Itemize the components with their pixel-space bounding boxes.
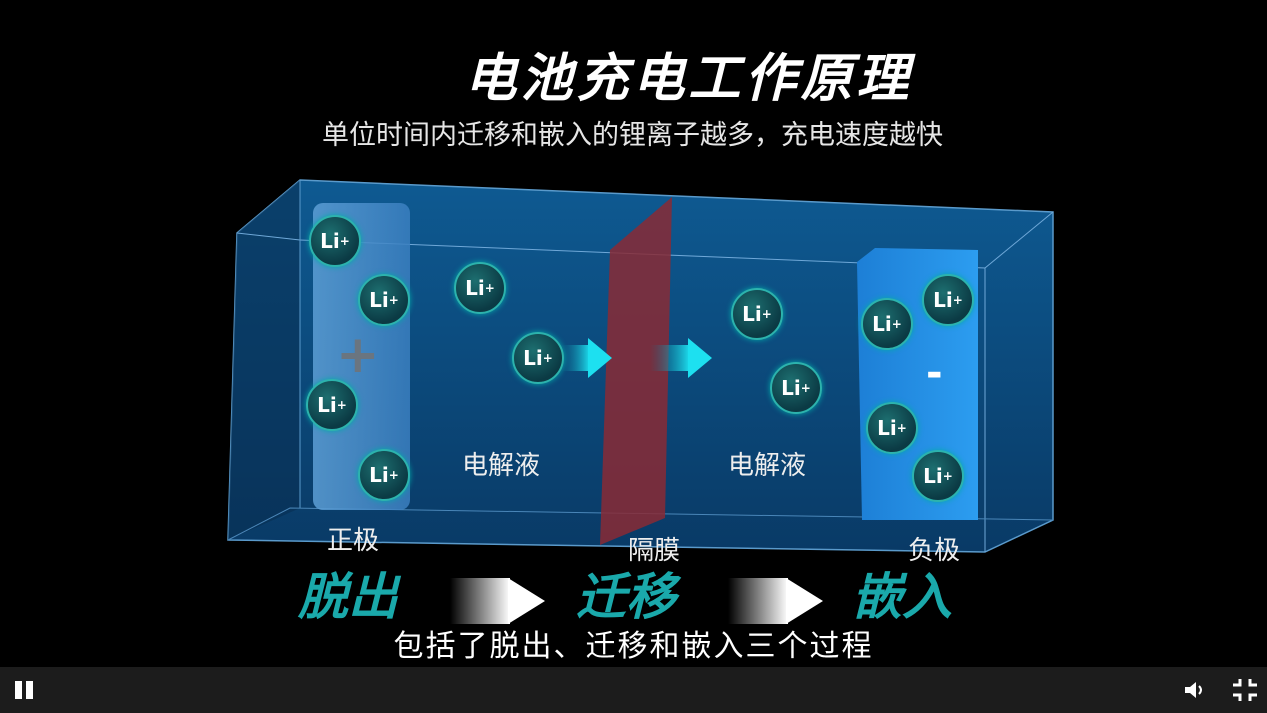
ion-charge: + [388, 468, 399, 482]
anode-sign: - [926, 350, 943, 396]
ion-label: Li [781, 376, 801, 400]
pause-button[interactable] [12, 677, 38, 703]
video-caption: 包括了脱出、迁移和嵌入三个过程 [393, 629, 874, 664]
video-title: 电池充电工作原理 [464, 49, 913, 109]
ion-charge: + [800, 381, 811, 395]
ion-label: Li [320, 229, 340, 253]
volume-button[interactable] [1182, 677, 1208, 703]
step-deintercalation: 脱出 [298, 568, 398, 626]
ion-label: Li [369, 463, 389, 487]
ion-label: Li [933, 288, 953, 312]
ion-charge: + [896, 421, 907, 435]
cathode-sign: + [336, 325, 380, 385]
ion-charge: + [952, 293, 963, 307]
step-migration: 迁移 [576, 568, 676, 626]
ion-label: Li [877, 416, 897, 440]
ion-charge: + [942, 469, 953, 483]
ion-charge: + [339, 234, 350, 248]
separator [600, 197, 672, 545]
ion-charge: + [542, 351, 553, 365]
lithium-ion: Li+ [912, 450, 964, 502]
exit-fullscreen-icon [1233, 679, 1257, 701]
anode-label: 负极 [908, 536, 961, 566]
lithium-ion: Li+ [861, 298, 913, 350]
lithium-ion: Li+ [866, 402, 918, 454]
pause-icon [15, 681, 33, 699]
volume-icon [1185, 682, 1202, 698]
ion-charge: + [761, 307, 772, 321]
video-controls-bar [0, 667, 1267, 713]
lithium-ion: Li+ [454, 262, 506, 314]
lithium-ion: Li+ [358, 274, 410, 326]
ion-label: Li [523, 346, 543, 370]
ion-label: Li [742, 302, 762, 326]
video-subtitle: 单位时间内迁移和嵌入的锂离子越多，充电速度越快 [322, 120, 943, 151]
ion-label: Li [369, 288, 389, 312]
ion-charge: + [891, 317, 902, 331]
electrolyte-left-label: 电解液 [462, 451, 541, 481]
cathode-label: 正极 [327, 526, 380, 556]
electrolyte-right-label: 电解液 [728, 451, 807, 481]
separator-label: 隔膜 [628, 536, 681, 566]
ion-label: Li [465, 276, 485, 300]
exit-fullscreen-button[interactable] [1231, 677, 1257, 703]
ion-charge: + [484, 281, 495, 295]
ion-label: Li [923, 464, 943, 488]
ion-label: Li [872, 312, 892, 336]
lithium-ion: Li+ [306, 379, 358, 431]
lithium-ion: Li+ [358, 449, 410, 501]
lithium-ion: Li+ [731, 288, 783, 340]
ion-charge: + [336, 398, 347, 412]
lithium-ion: Li+ [309, 215, 361, 267]
ion-label: Li [317, 393, 337, 417]
step-intercalation: 嵌入 [852, 568, 952, 626]
lithium-ion: Li+ [770, 362, 822, 414]
ion-charge: + [388, 293, 399, 307]
lithium-ion: Li+ [512, 332, 564, 384]
lithium-ion: Li+ [922, 274, 974, 326]
